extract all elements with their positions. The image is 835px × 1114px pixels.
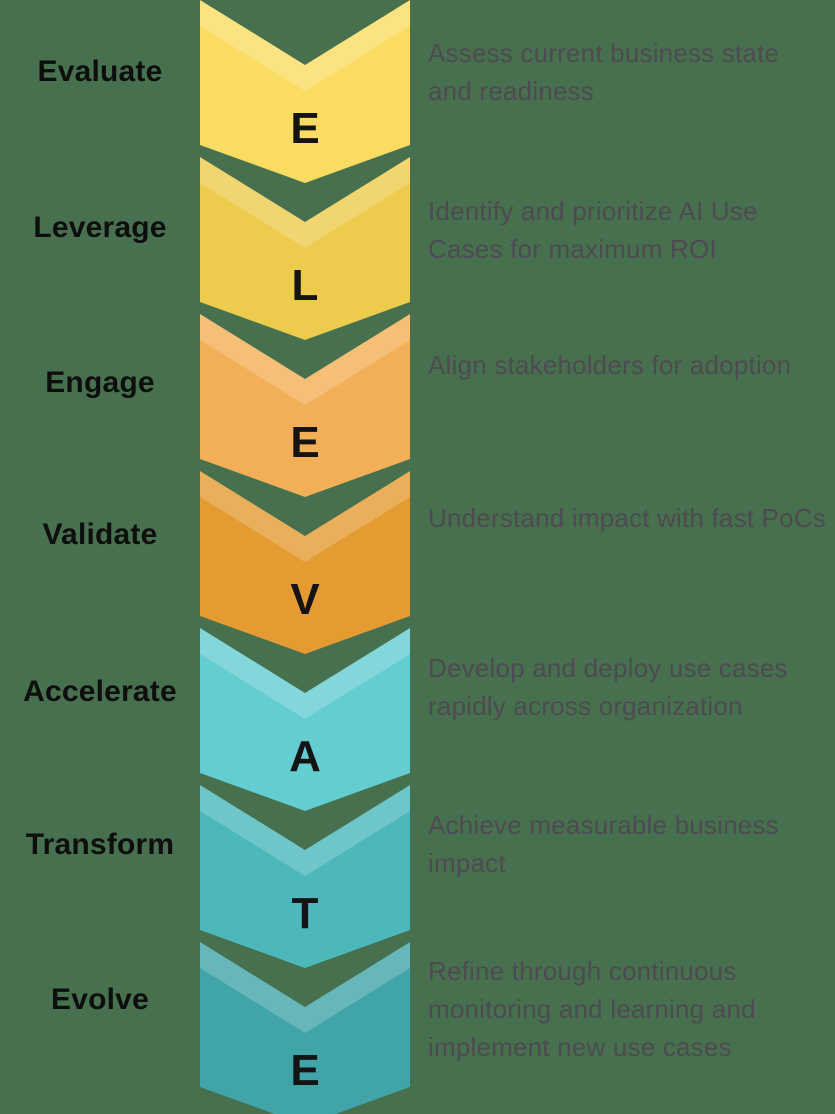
chevron-validate: V: [200, 471, 410, 654]
chevron-shape: [200, 471, 410, 654]
step-label-engage: Engage: [45, 366, 155, 399]
step-letter: E: [290, 418, 320, 467]
step-letter: L: [291, 261, 319, 310]
step-description-evolve: Refine through continuous monitoring and…: [428, 956, 756, 1062]
chevron-accelerate: A: [200, 628, 410, 811]
step-description-validate: Understand impact with fast PoCs: [428, 503, 827, 533]
chevron-shape: [200, 785, 410, 968]
chevron-leverage: L: [200, 157, 410, 340]
step-description-transform: Achieve measurable business impact: [428, 810, 779, 878]
step-label-evolve: Evolve: [51, 983, 149, 1016]
chevron-shape: [200, 0, 410, 183]
step-letter: T: [291, 889, 319, 938]
chevron-evaluate: E: [200, 0, 410, 183]
step-letter: E: [290, 1046, 320, 1095]
step-label-transform: Transform: [25, 828, 175, 861]
chevron-shape: [200, 157, 410, 340]
step-description-accelerate: Develop and deploy use cases rapidly acr…: [428, 653, 788, 721]
step-description-leverage: Identify and prioritize AI Use Cases for…: [428, 196, 758, 264]
step-description-evaluate: Assess current business state and readin…: [428, 38, 780, 106]
chevron-highlight: [200, 314, 410, 405]
step-label-validate: Validate: [42, 518, 158, 551]
step-label-leverage: Leverage: [33, 211, 167, 244]
chevron-evolve: E: [200, 942, 410, 1114]
chevron-highlight: [200, 0, 410, 91]
chevron-highlight: [200, 157, 410, 248]
chevron-highlight: [200, 471, 410, 562]
step-letter: V: [290, 575, 320, 624]
chevron-engage: E: [200, 314, 410, 497]
chevron-shape: [200, 314, 410, 497]
step-letter: E: [290, 104, 320, 153]
chevron-shape: [200, 628, 410, 811]
chevron-highlight: [200, 785, 410, 876]
chevron-highlight: [200, 628, 410, 719]
step-description-engage: Align stakeholders for adoption: [428, 350, 792, 380]
step-label-accelerate: Accelerate: [23, 675, 177, 708]
step-letter: A: [289, 732, 321, 781]
chevron-transform: T: [200, 785, 410, 968]
step-label-evaluate: Evaluate: [37, 55, 163, 88]
